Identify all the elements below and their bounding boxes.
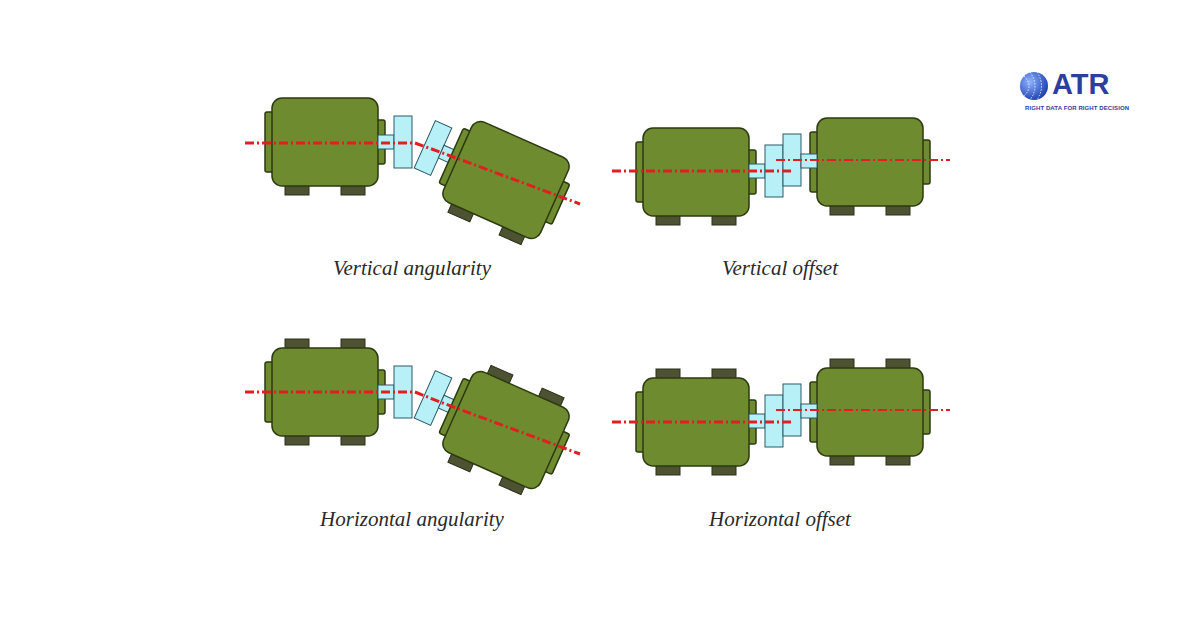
- motor: [265, 98, 385, 195]
- motor: [430, 115, 579, 252]
- horizontal-offset-figure: [612, 359, 950, 475]
- motor: [810, 118, 930, 215]
- axis-line: [245, 392, 580, 454]
- axis-line: [776, 159, 950, 161]
- axis-line: [612, 170, 792, 173]
- caption: Horizontal offset: [709, 507, 851, 532]
- axis-line: [245, 143, 580, 204]
- caption: Vertical offset: [722, 256, 838, 281]
- motor: [636, 128, 756, 225]
- logo-tagline: RIGHT DATA FOR RIGHT DECISION: [1025, 105, 1129, 111]
- caption: Vertical angularity: [333, 256, 491, 281]
- motor: [810, 359, 930, 465]
- axis-line: [776, 409, 950, 411]
- vertical-angularity-figure: [245, 98, 580, 253]
- caption: Horizontal angularity: [320, 507, 504, 532]
- logo-text: ATR: [1052, 68, 1109, 101]
- logo-globe: [1020, 72, 1048, 100]
- vertical-offset-figure: [612, 118, 950, 225]
- axis-line: [612, 421, 792, 424]
- horizontal-angularity-figure: [245, 339, 582, 503]
- motor: [430, 357, 583, 503]
